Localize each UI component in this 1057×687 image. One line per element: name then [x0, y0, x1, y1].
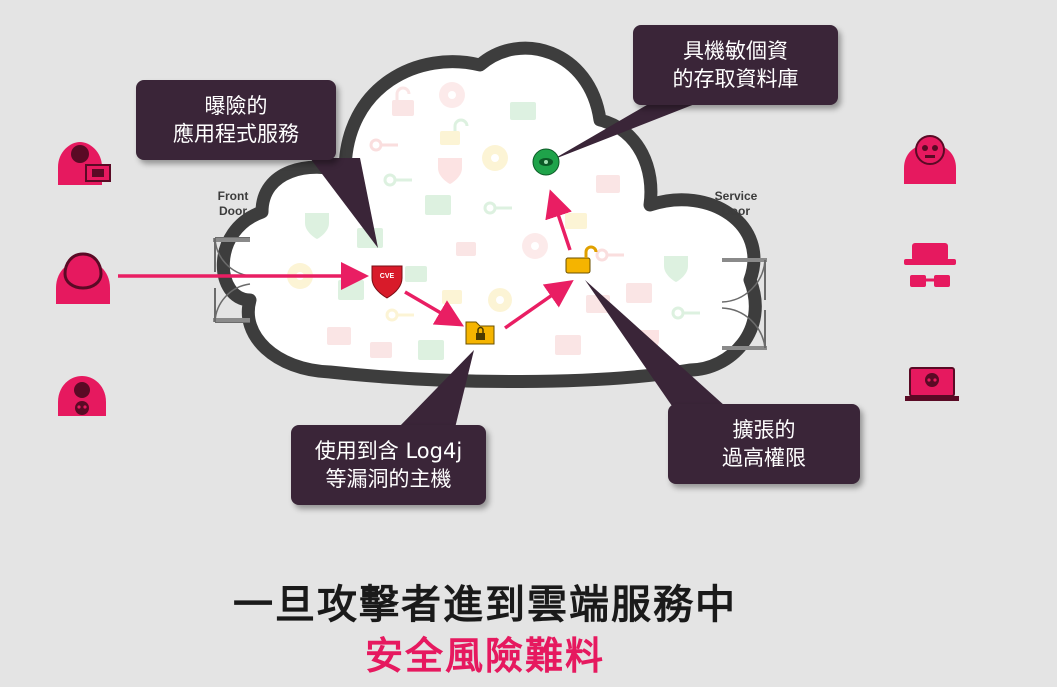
callout-sensitive-db: 具機敏個資 的存取資料庫 [633, 25, 838, 105]
callout-privilege: 擴張的 過高權限 [668, 404, 860, 484]
unlocked-lock-icon [565, 245, 598, 274]
faded-doc-icon [626, 283, 652, 303]
pointer-log4j-host [398, 350, 474, 428]
callout-exposed-app: 曝險的 應用程式服務 [136, 80, 336, 160]
arrow-host-to-privilege [503, 279, 574, 330]
callout-privilege-line2: 過高權限 [722, 446, 806, 470]
faded-doc-icon [338, 280, 364, 300]
locked-folder-icon [465, 321, 495, 345]
faded-eye-icon [439, 82, 465, 108]
faded-key-icon [671, 306, 700, 320]
faded-key-icon [483, 201, 512, 215]
service-door-label-line1: Service [714, 189, 758, 203]
faded-key-icon [595, 248, 624, 262]
faded-key-icon [369, 138, 398, 152]
hacker-laptop-icon [58, 142, 111, 185]
faded-shield-icon [438, 158, 462, 184]
faded-lock-icon [405, 266, 427, 282]
faded-shield-icon [664, 256, 688, 282]
faded-unlock-icon [440, 118, 469, 145]
laptop-skull-icon [905, 367, 959, 401]
headline-risk: 安全風險難料 [364, 634, 605, 678]
cve-shield-icon: CVE [371, 265, 403, 299]
eye-database-icon [532, 148, 560, 176]
faded-lock-icon [565, 213, 587, 229]
callout-sensitive-db-line2: 的存取資料庫 [672, 67, 799, 91]
callout-log4j-host-line2: 等漏洞的主機 [325, 467, 452, 491]
callout-exposed-app-line1: 曝險的 [204, 94, 268, 118]
cve-label: CVE [380, 273, 395, 280]
faded-doc-icon [555, 335, 581, 355]
service-door-label-line2: Door [722, 204, 750, 218]
front-door-label-line2: Door [219, 204, 247, 218]
pointer-privilege [585, 280, 725, 406]
faded-folder-icon [510, 102, 536, 120]
arrow-app-to-host [404, 290, 465, 327]
faded-key-icon [385, 308, 414, 322]
faded-lock-icon [456, 242, 476, 256]
callout-log4j-host-line1: 使用到含 Log4j [314, 439, 463, 463]
faded-doc-icon [425, 195, 451, 215]
pointer-sensitive-db [552, 102, 700, 160]
callout-exposed-app-line2: 應用程式服務 [173, 122, 299, 146]
faded-unlock-icon [442, 290, 462, 304]
faded-lock-icon [392, 86, 414, 116]
callout-log4j-host: 使用到含 Log4j 等漏洞的主機 [291, 425, 486, 505]
faded-eye-icon [482, 145, 508, 171]
faded-doc-icon [418, 340, 444, 360]
service-door [721, 258, 767, 350]
faded-eye-icon [488, 288, 512, 312]
front-door-label-line1: Front [217, 189, 249, 203]
callout-privilege-line1: 擴張的 [732, 418, 796, 442]
faded-folder-icon [327, 327, 351, 345]
hacker-skull-icon [58, 376, 106, 416]
attack-path [118, 189, 574, 330]
pointer-exposed-app [310, 158, 378, 248]
headline-main: 一旦攻擊者進到雲端服務中 [233, 582, 737, 628]
spy-hat-icon [904, 243, 956, 287]
arrow-privilege-to-db [545, 189, 572, 251]
hooded-person-icon [56, 252, 110, 304]
faded-folder-icon [596, 175, 620, 193]
faded-lock-icon [370, 342, 392, 358]
background-security-icons [287, 82, 700, 360]
faded-shield-icon [305, 213, 329, 239]
masked-hacker-icon [904, 135, 956, 184]
callout-sensitive-db-line1: 具機敏個資 [683, 39, 788, 63]
front-door-label: Front Door [205, 189, 261, 219]
service-door-label: Service Door [700, 189, 772, 219]
faded-key-icon [383, 173, 412, 187]
faded-eye-icon [522, 233, 548, 259]
